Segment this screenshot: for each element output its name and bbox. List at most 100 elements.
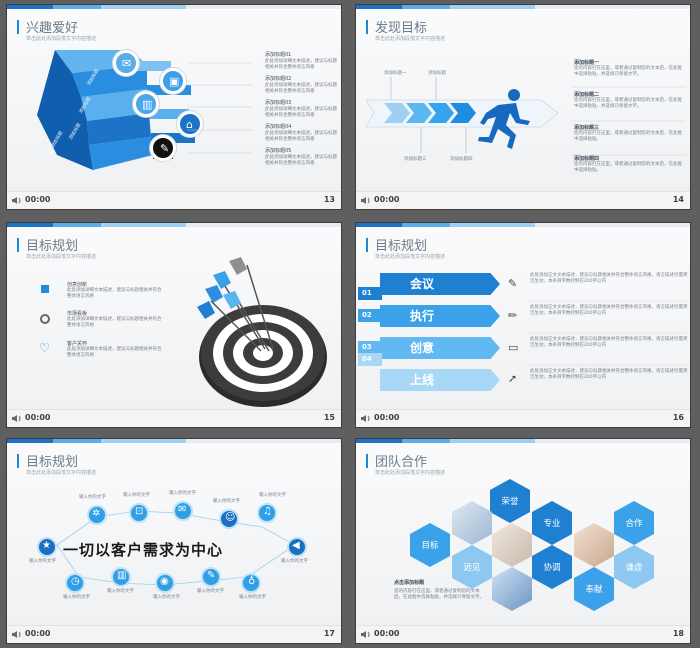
- timer-display: 00:00: [374, 413, 400, 422]
- slide-footer: 00:00 17: [7, 625, 341, 643]
- node-label-bulb: 输入你的文字: [239, 595, 266, 600]
- step-number-03: 03: [358, 341, 382, 354]
- star-node: ★: [37, 537, 57, 557]
- plan-item-title-2: 市场看板: [67, 311, 88, 317]
- plan-item-title-1: 创意创新: [67, 282, 88, 288]
- slide-subtitle: 单击此处添加段落文字内容描述: [26, 36, 97, 42]
- plan-item-desc-3: 此处添加详细文本描述，建议与标题相关并符合整体语言风格: [67, 347, 162, 358]
- node-label-user: 输入你的文字: [213, 499, 240, 504]
- goal-item-desc-2: 您的内容打在这里，或者通过复制您的文本后，在此框中选择粘贴，并选择只保留文字。: [574, 98, 682, 109]
- goal-item-title-1: 添加标题一: [574, 60, 600, 66]
- monitor-icon: ▭: [508, 341, 519, 354]
- hex-humble: 谦虚: [614, 545, 654, 589]
- goal-item-title-2: 添加标题二: [574, 92, 600, 98]
- slide-title: 目标规划: [375, 239, 428, 254]
- speaker-icon: [361, 631, 370, 638]
- star-icon: ★: [42, 540, 51, 551]
- speaker-icon: [12, 415, 21, 422]
- music-node: ♫: [257, 503, 277, 523]
- goal-item-title-4: 添加标题四: [574, 156, 600, 162]
- title-accent: [17, 20, 19, 34]
- plan-item-desc-1: 此处添加详细文本描述，建议与标题相关并符合整体语言风格: [67, 288, 162, 299]
- megaphone-icon: ✉: [122, 57, 132, 70]
- gear-icon: ✲: [92, 508, 101, 519]
- slide-thumbnail-18[interactable]: 团队合作 单击此处添加段落文字内容描述 目标 荣誉 专业 合作 远见 协调 谦虚…: [355, 438, 691, 644]
- hobby-icon-circle-1: ✉: [113, 50, 139, 76]
- photo-hex-2: [492, 523, 532, 567]
- slide-thumbnail-13[interactable]: 兴趣爱好 单击此处添加段落文字内容描述 ✉ ▣ ▥ ⌂ ✎ 添加标题 添加标题 …: [6, 4, 342, 210]
- slide-top-bar: [356, 439, 690, 443]
- building-icon: ▥: [117, 570, 127, 581]
- photo-hex-4: [492, 567, 532, 611]
- pen-icon: ✎: [160, 142, 170, 155]
- hobby-desc-4: 此处添加详细文本描述，建议与标题相关并符合整体语言风格: [265, 131, 337, 142]
- step-number-02: 02: [358, 309, 382, 322]
- hex-vision: 远见: [452, 545, 492, 589]
- slide-thumbnail-17[interactable]: 目标规划 单击此处添加段落文字内容描述 ★ 输入你的文字 ✲ 输入你的文字 ⊡ …: [6, 438, 342, 644]
- megaphone-icon: ◀: [292, 540, 300, 551]
- hobby-desc-2: 此处添加详细文本描述，建议与标题相关并符合整体语言风格: [265, 83, 337, 94]
- eye-icon: ◉: [160, 576, 169, 587]
- alarm-icon: ◷: [71, 576, 80, 587]
- title-accent: [366, 238, 368, 252]
- hobby-desc-3: 此处添加详细文本描述，建议与标题相关并符合整体语言风格: [265, 107, 337, 118]
- hobby-title-2: 添加标题02: [265, 76, 292, 82]
- photo-hex-3: [574, 523, 614, 567]
- slide-thumbnail-16[interactable]: 目标规划 单击此处添加段落文字内容描述 01 会议 02 执行 03 创意 04…: [355, 222, 691, 428]
- slide-footer: 00:00 16: [356, 409, 690, 427]
- timer-display: 00:00: [25, 629, 51, 638]
- photo-hex-1: [452, 501, 492, 545]
- music-icon: ♫: [263, 506, 272, 517]
- heart-icon: ♡: [39, 341, 50, 355]
- timer-display: 00:00: [25, 413, 51, 422]
- pin-icon: ✎: [508, 277, 518, 290]
- slide-footer: 00:00 13: [7, 191, 341, 209]
- speaker-icon: [12, 631, 21, 638]
- picture-icon: ▣: [169, 75, 180, 88]
- step-desc-3: 此处添加正文文本描述，建议与标题相关并符合整体语言风格，语言描述尽量简洁生动，本…: [530, 337, 688, 348]
- user-node: ☺: [219, 509, 239, 529]
- slide-subtitle: 单击此处添加段落文字内容描述: [26, 254, 97, 260]
- hex-honor: 荣誉: [490, 479, 530, 523]
- title-accent: [366, 454, 368, 468]
- lock-icon: ⊡: [135, 506, 144, 517]
- bulb-node: ♁: [241, 573, 261, 593]
- hobby-icon-circle-3: ▥: [133, 91, 159, 117]
- speaker-icon: [12, 197, 21, 204]
- click-desc[interactable]: 您的内容打在这里，或者通过复制您的文本后，在此框中选择粘贴，并选择只保留文字。: [394, 589, 484, 600]
- step-label-4: 添加标题四: [450, 157, 473, 162]
- slide-number: 17: [323, 629, 335, 638]
- trash-icon: ▥: [142, 98, 153, 111]
- node-label-megaphone: 输入你的文字: [281, 559, 308, 564]
- hex-dedicate: 奉献: [574, 567, 614, 611]
- row-dividers: [526, 300, 686, 366]
- hobby-title-1: 添加标题01: [265, 52, 292, 58]
- node-label-alarm: 输入你的文字: [63, 595, 90, 600]
- connector-lines: [187, 62, 252, 154]
- center-slogan: 一切以客户需求为中心: [63, 541, 224, 559]
- step-label-1: 添加标题一: [384, 71, 407, 76]
- megaphone-node: ◀: [287, 537, 307, 557]
- store-icon: ⌂: [186, 118, 193, 131]
- slide-thumbnail-15[interactable]: 目标规划 单击此处添加段落文字内容描述 创意创新 此处添加详细文本描述，建议与标…: [6, 222, 342, 428]
- hobby-icon-circle-4: ⌂: [177, 111, 203, 137]
- slide-footer: 00:00 15: [7, 409, 341, 427]
- user-icon: ☺: [225, 512, 236, 523]
- hobby-icon-circle-2: ▣: [160, 68, 186, 94]
- step-bar-meeting: 会议: [380, 273, 500, 295]
- click-title[interactable]: 点击添加标题: [394, 580, 425, 586]
- slide-thumbnail-14[interactable]: 发现目标 单击此处添加段落文字内容描述 添加标题一 添加标题 添加标题三 添加标…: [355, 4, 691, 210]
- hex-coordinate: 协调: [532, 545, 572, 589]
- chat-node: ✉: [173, 501, 193, 521]
- edit-icon: ✎: [207, 570, 216, 581]
- node-label-chat: 输入你的文字: [169, 491, 196, 496]
- hobby-title-5: 添加标题05: [265, 148, 292, 154]
- slide-top-bar: [7, 5, 341, 9]
- plan-item-desc-2: 此处添加详细文本描述，建议与标题相关并符合整体语言风格: [67, 317, 162, 328]
- dartboard-graphic: [197, 257, 327, 407]
- hobby-desc-5: 此处添加详细文本描述，建议与标题相关并符合整体语言风格: [265, 155, 337, 166]
- slide-number: 18: [672, 629, 684, 638]
- chat-icon: ✉: [178, 504, 187, 515]
- hex-professional: 专业: [532, 501, 572, 545]
- slide-number: 16: [672, 413, 684, 422]
